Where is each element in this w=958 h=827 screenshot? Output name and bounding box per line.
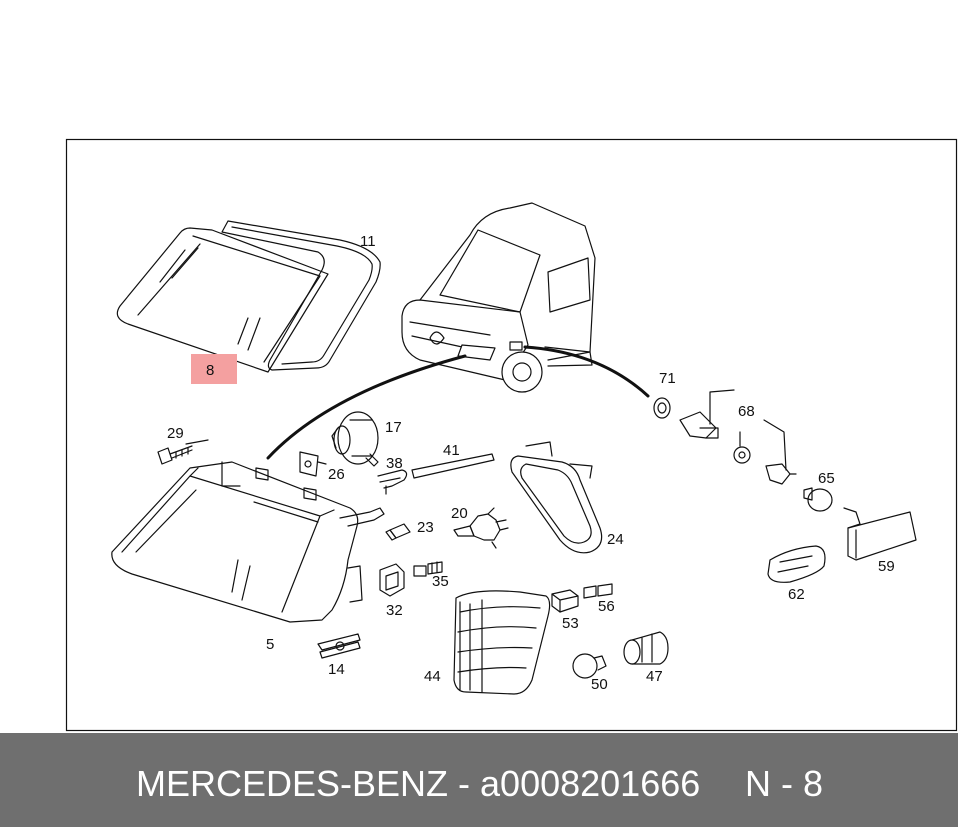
part-17-leveling-motor[interactable] [331,411,379,467]
part-29-screw[interactable] [157,439,209,465]
label-32[interactable]: 32 [386,602,403,619]
label-47[interactable]: 47 [646,668,663,685]
part-38-elbow-hose[interactable] [377,469,408,495]
part-62-indicator[interactable] [767,545,826,583]
footer-code: N - 8 [745,763,824,804]
part-71-grommet[interactable] [653,397,671,419]
part-68-bulb-socket[interactable] [765,463,797,485]
van-illustration [401,202,596,393]
label-56[interactable]: 56 [598,598,615,615]
part-53-socket[interactable] [551,589,579,613]
part-20-bulb[interactable] [453,507,509,549]
label-26[interactable]: 26 [328,466,345,483]
label-62[interactable]: 62 [788,586,805,603]
label-59[interactable]: 59 [878,558,895,575]
part-5-headlight-housing[interactable] [111,461,385,623]
label-35[interactable]: 35 [432,573,449,590]
part-35-connector[interactable] [413,561,443,577]
part-68-washer[interactable] [733,446,751,464]
part-68-bracket [709,389,787,471]
part-32-socket[interactable] [379,563,405,597]
part-47-socket[interactable] [623,631,669,665]
part-26-bracket[interactable] [299,451,327,477]
label-53[interactable]: 53 [562,615,579,632]
label-41[interactable]: 41 [443,442,460,459]
part-59-side-lamp[interactable] [843,507,917,561]
part-24-reflector-frame[interactable] [510,441,603,554]
leader-line-headlight [266,354,467,460]
label-29[interactable]: 29 [167,425,184,442]
label-71[interactable]: 71 [659,370,676,387]
label-50[interactable]: 50 [591,676,608,693]
label-8[interactable]: 8 [206,362,214,379]
part-65-bulb[interactable] [803,487,833,512]
part-44-tail-lamp[interactable] [453,590,551,695]
part-labels: 11 8 29 17 26 38 41 71 68 65 23 20 24 59… [167,233,895,693]
label-44[interactable]: 44 [424,668,441,685]
diagram-frame [65,138,958,732]
label-68[interactable]: 68 [738,403,755,420]
highlight-box-part-8 [191,354,237,384]
label-38[interactable]: 38 [386,455,403,472]
part-50-bulb[interactable] [572,653,607,679]
label-23[interactable]: 23 [417,519,434,536]
part-41-rod[interactable] [411,453,495,479]
label-24[interactable]: 24 [607,531,624,548]
label-17[interactable]: 17 [385,419,402,436]
part-56-connector[interactable] [583,583,613,599]
label-14[interactable]: 14 [328,661,345,678]
part-14-clip[interactable] [317,633,361,659]
label-20[interactable]: 20 [451,505,468,522]
footer-title: MERCEDES-BENZ - a0008201666 [136,763,701,804]
footer-bar: MERCEDES-BENZ - a0008201666 N - 8 [0,733,958,827]
label-5[interactable]: 5 [266,636,274,653]
part-11-gasket[interactable] [221,220,381,371]
leader-line-sidelamp [523,345,650,398]
label-11[interactable]: 11 [360,233,376,250]
label-65[interactable]: 65 [818,470,835,487]
part-8-headlight-glass[interactable] [116,227,329,373]
part-23-bulb[interactable] [385,523,411,541]
side-lamp-bulb-holder[interactable] [679,411,719,439]
